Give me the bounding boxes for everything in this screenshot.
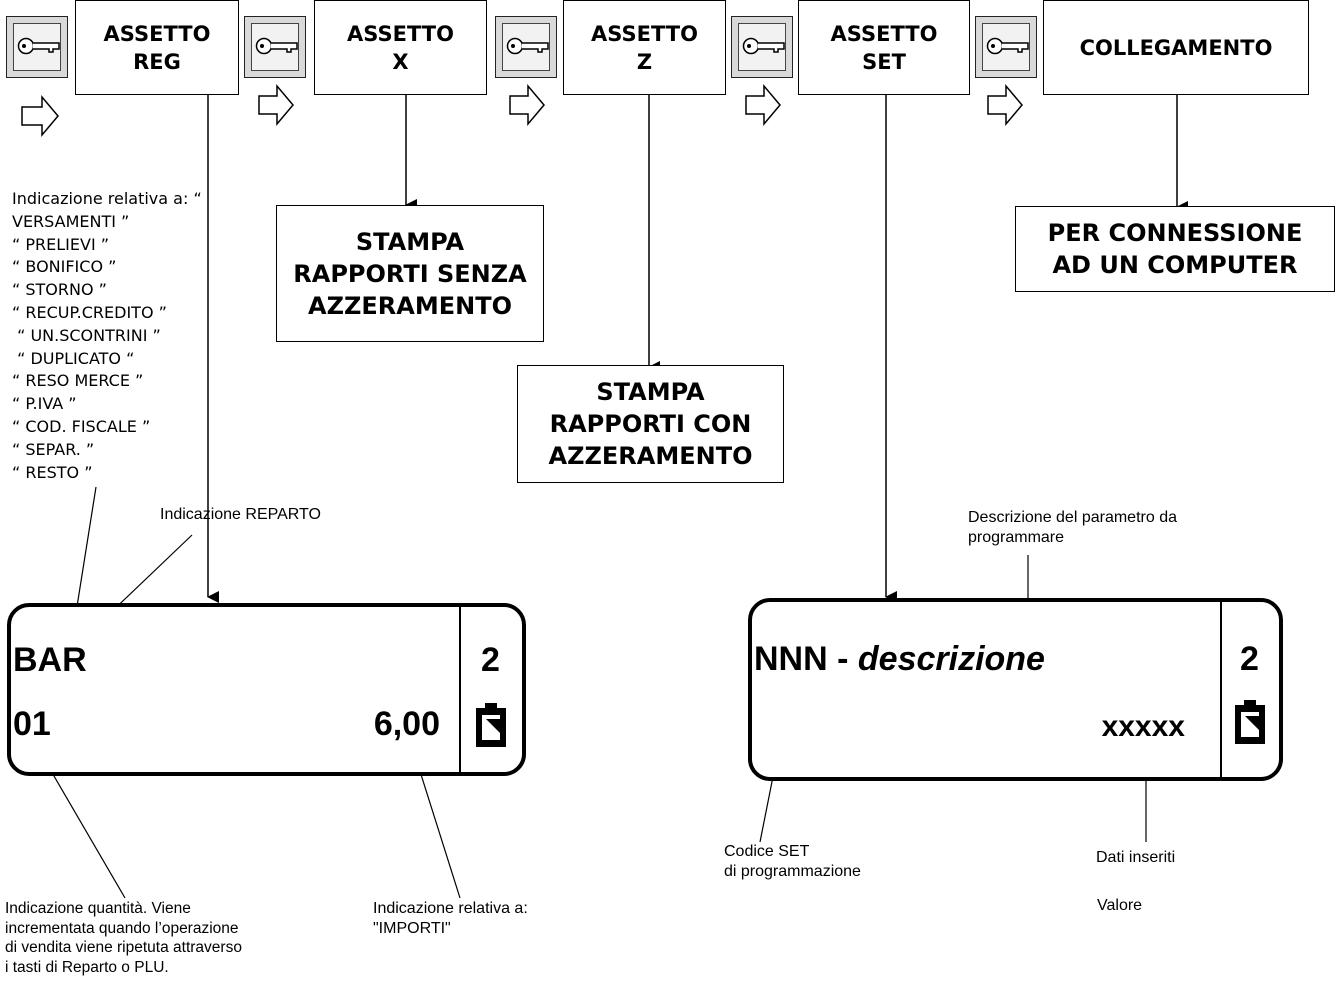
reg-indication-list: Indicazione relativa a: “ VERSAMENTI ” “… [12,189,202,482]
display-side-number: 2 [481,641,500,679]
mode-box-collegamento: COLLEGAMENTO [1043,0,1309,95]
display-divider [1220,602,1222,777]
set-code-note: Codice SET di programmazione [724,843,861,880]
key-icon [975,16,1037,78]
battery-icon [476,703,506,747]
display-amount: 6,00 [373,705,440,743]
key-icon [731,16,793,78]
mode-box-z: ASSETTO Z [563,0,726,95]
display-quantity: 01 [13,705,51,743]
param-note: Descrizione del parametro da programmare [968,509,1177,546]
set-display: NNN - descrizione xxxxx 2 [748,598,1283,781]
key-icon [244,16,306,78]
set-description-text: descrizione [857,640,1045,678]
right-arrow-icon [21,83,1023,138]
battery-icon [1235,700,1265,744]
mode-box-reg: ASSETTO REG [75,0,239,95]
amount-note: Indicazione relativa a: "IMPORTI" [373,900,528,937]
key-icon [495,16,557,78]
output-box-collegamento: PER CONNESSIONE AD UN COMPUTER [1015,206,1335,292]
output-box-x: STAMPA RAPPORTI SENZA AZZERAMENTO [276,205,544,342]
output-box-z: STAMPA RAPPORTI CON AZZERAMENTO [517,365,784,483]
key-icon [6,16,68,78]
set-code-text: NNN - [754,640,858,678]
display-set-value: xxxxx [1101,710,1185,743]
data-note: Dati inseriti [1096,849,1176,866]
mode-box-set: ASSETTO SET [798,0,970,95]
reparto-label: Indicazione REPARTO [160,506,321,523]
value-note: Valore [1097,897,1143,914]
display-divider [459,607,461,772]
display-set-code: NNN - descrizione [754,640,1045,679]
reg-display: BAR 01 6,00 2 [7,603,526,776]
display-department: BAR [13,641,87,679]
qty-note: Indicazione quantità. Viene incrementata… [5,900,242,976]
mode-box-x: ASSETTO X [314,0,487,95]
display-side-number: 2 [1240,640,1259,678]
